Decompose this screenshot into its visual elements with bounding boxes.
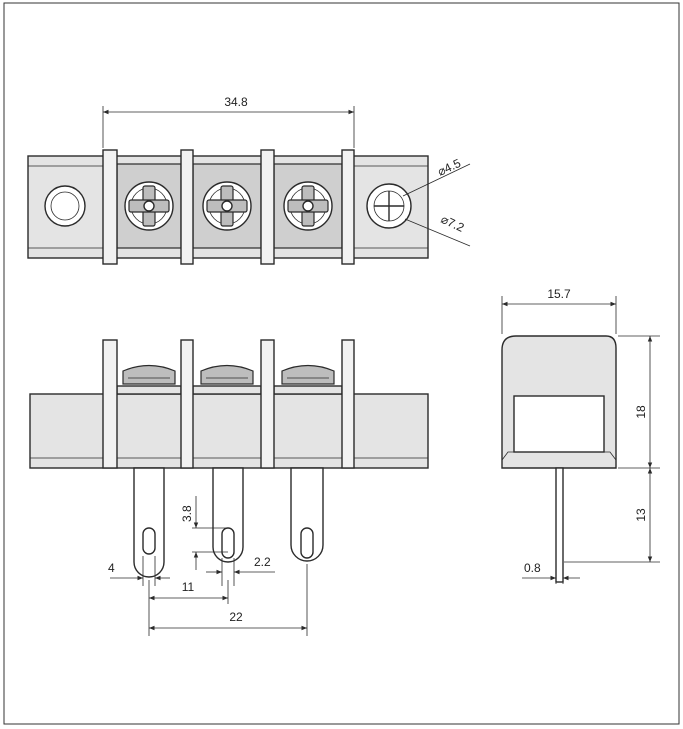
pin-2: [212, 467, 244, 563]
front-barrier-1: [102, 339, 118, 469]
side-view-pin: [555, 467, 564, 583]
dim-pin-width: 4: [108, 561, 115, 575]
dim-span: 22: [229, 610, 243, 624]
dim-slot-width: 2.2: [254, 555, 271, 569]
leader-hole-small: [402, 163, 471, 197]
barrier-3: [260, 149, 275, 265]
front-barrier-3: [260, 339, 275, 469]
pin-1: [133, 467, 165, 578]
dim-hole-large: ⌀7.2: [439, 212, 467, 235]
barrier-1: [102, 149, 118, 265]
top-view: 34.8 ⌀4.5 ⌀7.2: [27, 95, 471, 265]
dim-depth: 15.7: [547, 287, 571, 301]
screw-3: [283, 181, 333, 231]
side-view-pocket: [513, 395, 605, 453]
screw-head-3: [273, 364, 343, 395]
dim-pin-length: 13: [634, 508, 648, 522]
screw-head-2: [192, 364, 262, 395]
screw-2: [202, 181, 252, 231]
front-view: 3.8 4 2.2 11 22: [29, 339, 429, 636]
barrier-4: [341, 149, 355, 265]
screw-1: [124, 181, 174, 231]
drawing-frame: [3, 2, 680, 725]
dim-height: 18: [634, 405, 648, 419]
dim-hole-small: ⌀4.5: [435, 156, 463, 179]
side-view: 15.7 18 13 0.8: [501, 287, 660, 584]
dim-pin-thickness: 0.8: [524, 561, 541, 575]
leader-hole-large: [404, 218, 471, 247]
dim-slot-height: 3.8: [180, 505, 194, 522]
front-barrier-2: [180, 339, 194, 469]
front-view-body: [29, 393, 429, 469]
dim-total-width: 34.8: [224, 95, 248, 109]
pin-3: [290, 467, 324, 562]
screw-head-1: [116, 364, 182, 395]
front-barrier-4: [341, 339, 355, 469]
dim-pitch: 11: [182, 580, 195, 594]
barrier-2: [180, 149, 194, 265]
